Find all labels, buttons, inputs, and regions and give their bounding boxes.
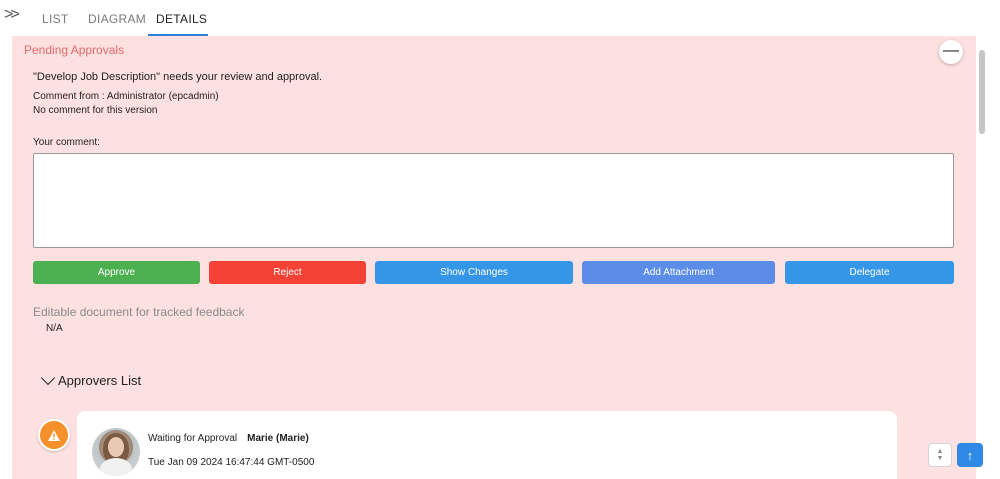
chevron-up-down-icon[interactable]: ▲▼: [928, 443, 952, 467]
warning-icon: [38, 419, 70, 451]
top-tab-bar: >> LIST DIAGRAM DETAILS: [0, 0, 1000, 36]
tab-details[interactable]: DETAILS: [156, 12, 208, 26]
arrow-up-icon[interactable]: ↑: [957, 443, 983, 467]
approvers-list-toggle[interactable]: Approvers List: [40, 370, 142, 388]
your-comment-label: Your comment:: [33, 137, 100, 148]
scrollbar[interactable]: [978, 36, 988, 479]
show-changes-button[interactable]: Show Changes: [375, 261, 573, 284]
chevron-down-icon: [40, 370, 56, 386]
approver-name: Marie (Marie): [247, 433, 309, 444]
approvers-list-title: Approvers List: [58, 373, 142, 388]
approver-card: Waiting for Approval Marie (Marie) Tue Ja…: [77, 411, 897, 479]
editable-document-value: N/A: [46, 323, 63, 334]
panel-title: Pending Approvals: [24, 43, 125, 57]
comment-from: Comment from : Administrator (epcadmin): [33, 91, 219, 102]
no-comment-text: No comment for this version: [33, 105, 158, 116]
review-message: "Develop Job Description" needs your rev…: [33, 71, 323, 83]
tab-list[interactable]: LIST: [42, 12, 69, 26]
collapse-button[interactable]: —: [939, 40, 963, 64]
scroll-thumb[interactable]: [979, 50, 985, 134]
reject-button[interactable]: Reject: [209, 261, 366, 284]
delegate-button[interactable]: Delegate: [785, 261, 954, 284]
comment-textarea[interactable]: [33, 153, 954, 248]
double-chevron-right-icon[interactable]: >>: [4, 6, 20, 23]
add-attachment-button[interactable]: Add Attachment: [582, 261, 775, 284]
approver-date: Tue Jan 09 2024 16:47:44 GMT-0500: [148, 457, 315, 468]
approve-button[interactable]: Approve: [33, 261, 200, 284]
approver-status-line: Waiting for Approval Marie (Marie): [148, 433, 309, 444]
approver-status: Waiting for Approval: [148, 433, 238, 444]
avatar: [92, 428, 140, 476]
pending-approvals-panel: Pending Approvals — "Develop Job Descrip…: [12, 36, 976, 479]
minus-icon: —: [943, 42, 959, 59]
editable-document-label: Editable document for tracked feedback: [33, 305, 245, 319]
active-tab-indicator: [148, 34, 208, 36]
tab-diagram[interactable]: DIAGRAM: [88, 12, 147, 26]
